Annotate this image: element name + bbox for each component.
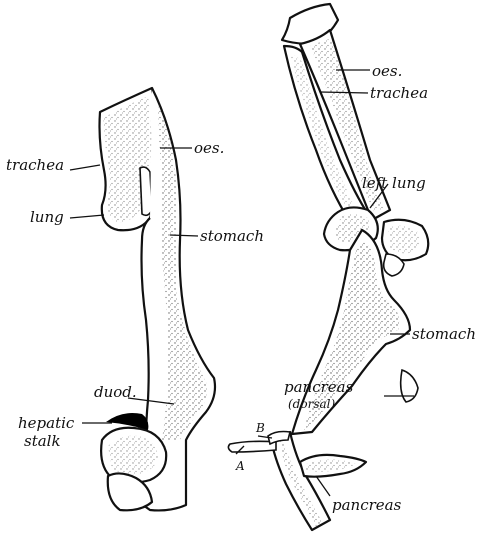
- right-duct-a: [227, 440, 277, 453]
- label-a: A: [235, 459, 245, 473]
- label-pancreas-dorsal-2: (dorsal): [288, 397, 335, 411]
- left-lower-lobe: [106, 472, 154, 512]
- label-stalk: stalk: [24, 432, 61, 450]
- label-pancreas: pancreas: [332, 496, 402, 514]
- label-b: B: [255, 421, 265, 435]
- label-left-lung: left lung: [362, 174, 426, 192]
- label-pancreas-dorsal-1: pancreas: [284, 378, 354, 396]
- label-left-trachea: trachea: [6, 156, 64, 174]
- right-duct-b: [267, 430, 291, 446]
- label-left-stomach: stomach: [200, 227, 264, 245]
- label-right-oes: oes.: [372, 62, 402, 80]
- right-embryo-gut: oes. trachea left lung stomach pancreas …: [227, 2, 476, 532]
- left-embryo-gut: trachea oes. lung stomach duod. hepatic …: [6, 86, 264, 512]
- right-pancreas-dorsal: [399, 368, 419, 403]
- label-hepatic: hepatic: [18, 414, 75, 432]
- label-left-lung: lung: [30, 208, 64, 226]
- label-right-stomach: stomach: [412, 325, 476, 343]
- label-right-trachea: trachea: [370, 84, 428, 102]
- label-duod: duod.: [94, 383, 137, 401]
- hepatic-stalk-mark: [106, 413, 149, 430]
- label-left-oes: oes.: [194, 139, 224, 157]
- right-lung-small: [382, 253, 405, 277]
